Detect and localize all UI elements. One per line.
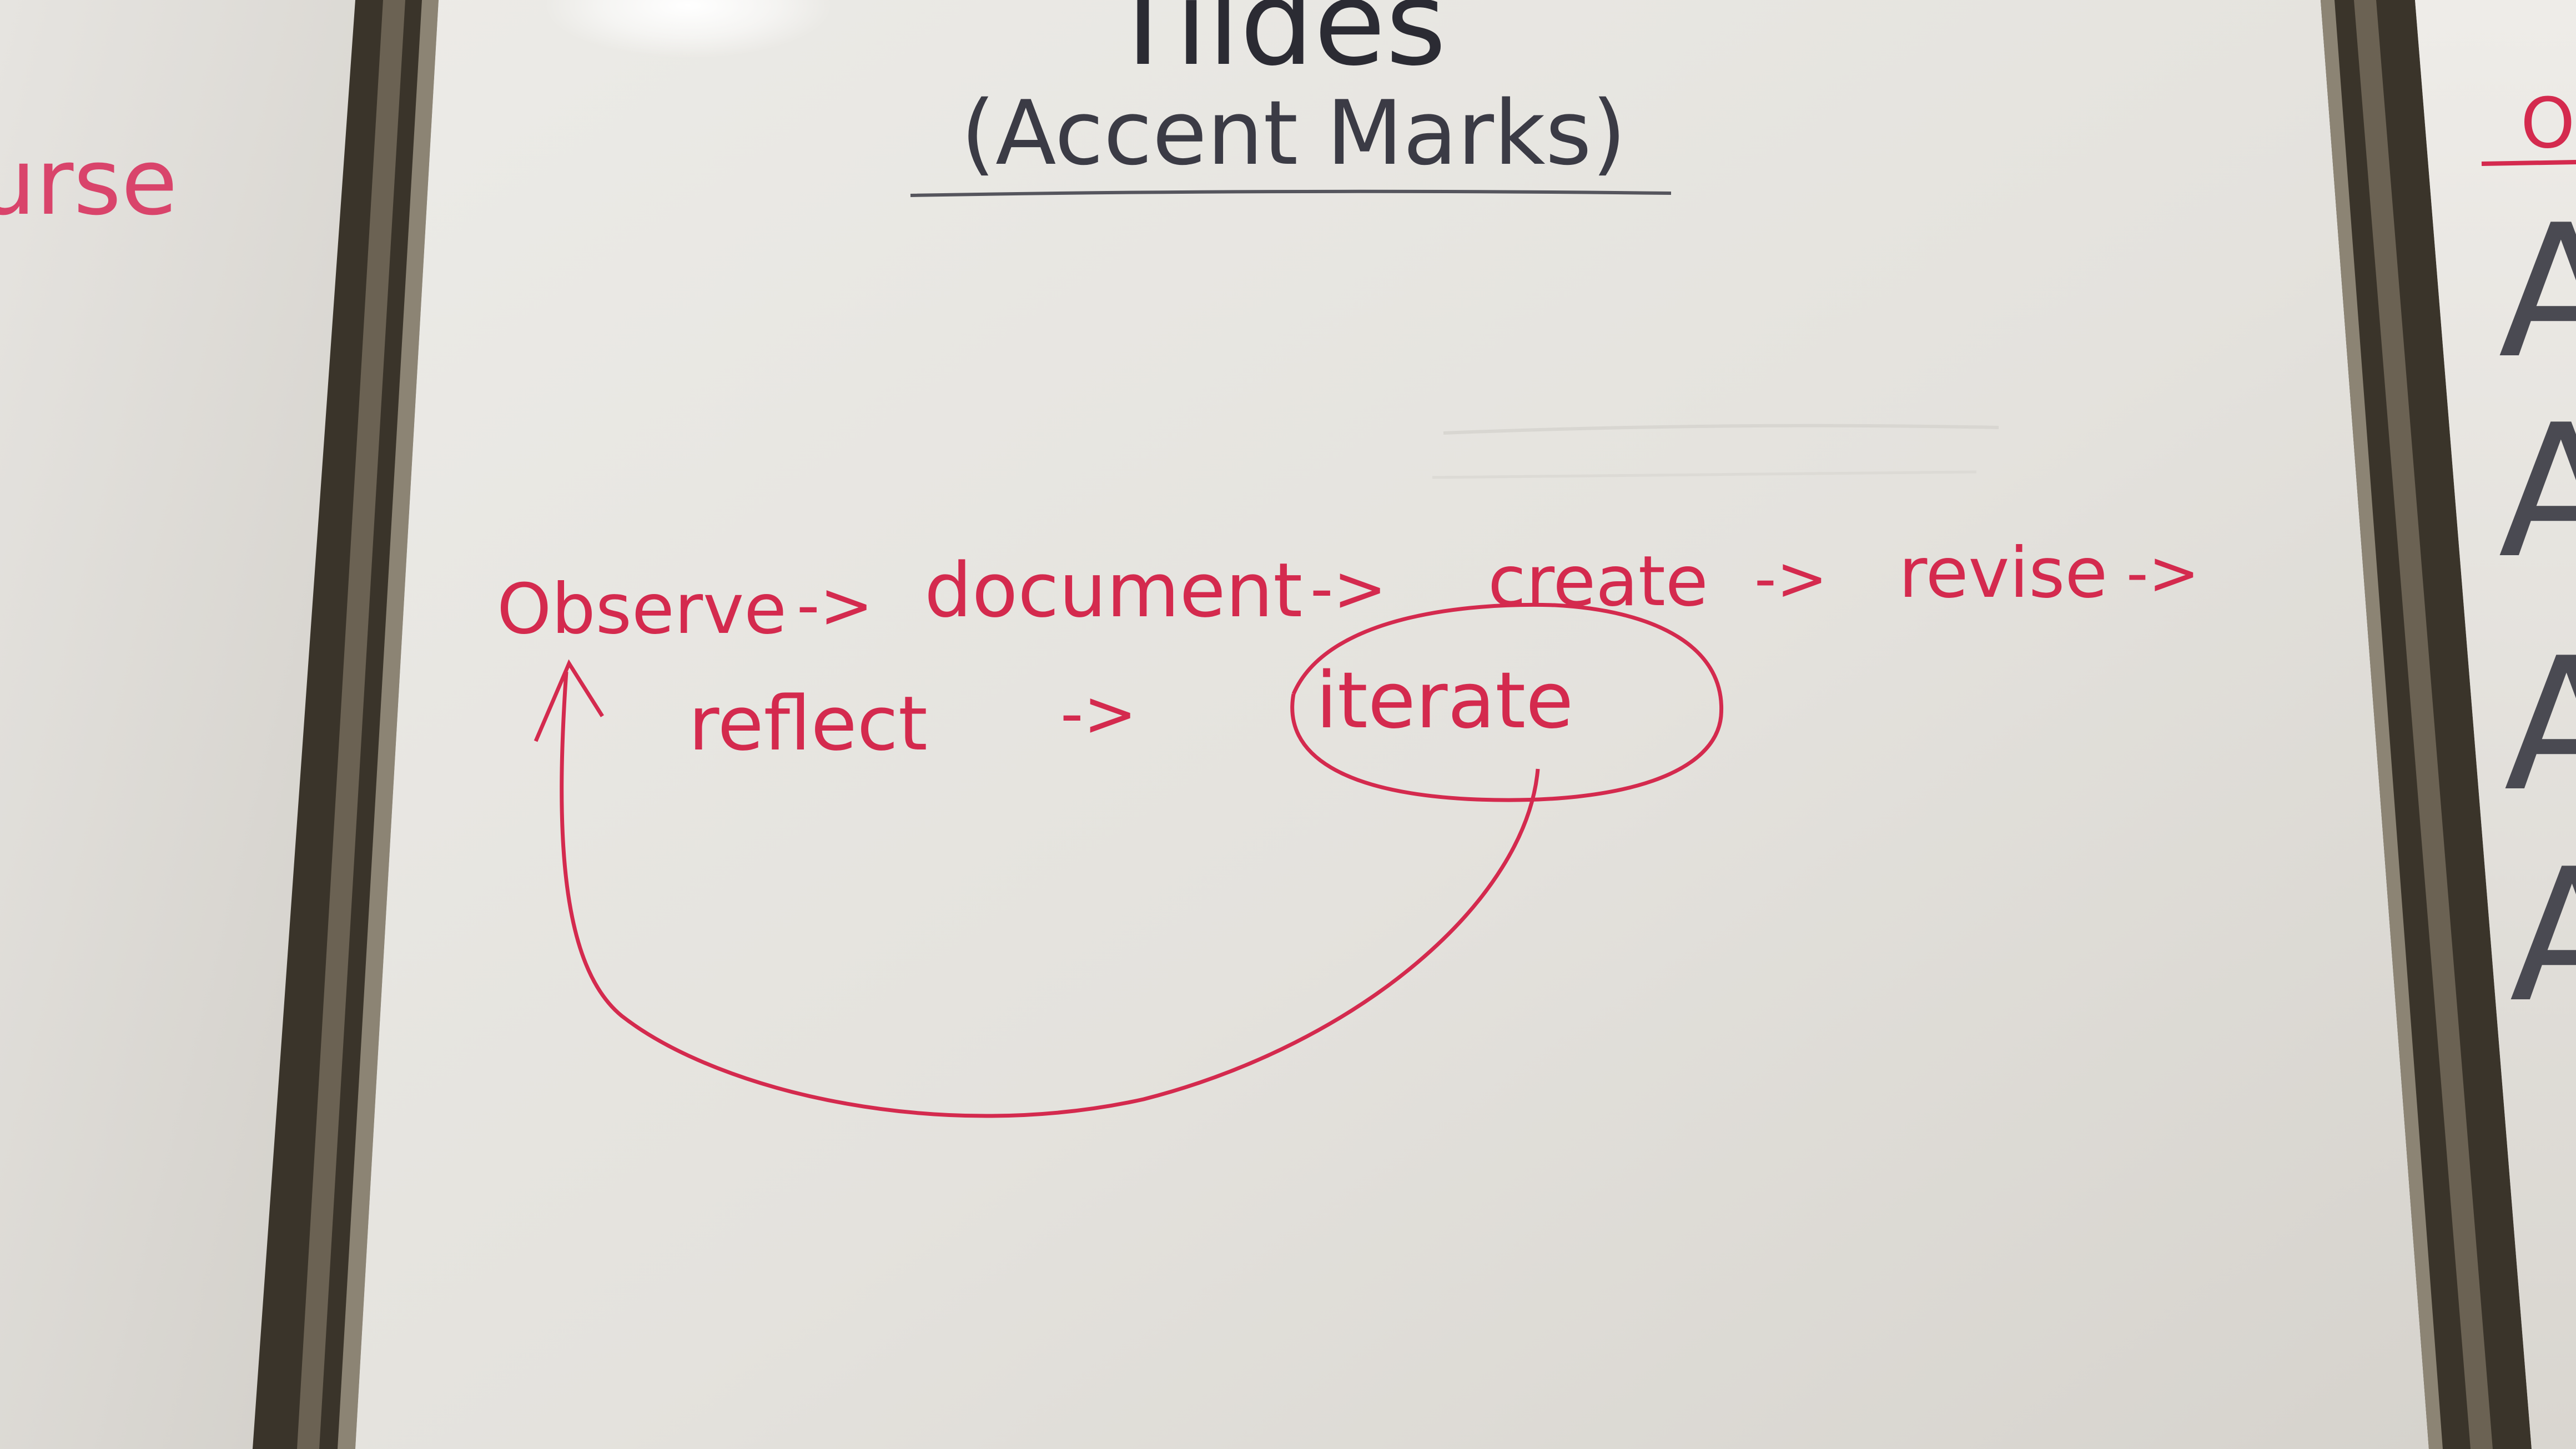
arrow-create-revise: -> (1754, 543, 1828, 614)
iterate-circle (1290, 602, 1724, 802)
right-board-frame-highlight (2354, 0, 2493, 1449)
left-board-frame-highlight (297, 0, 405, 1449)
left-whiteboard (0, 0, 355, 1449)
arrow-revise-reflect: -> (2126, 537, 2200, 608)
arrow-observe-document: -> (797, 568, 873, 643)
left-board-text-fragment: urse (0, 129, 178, 235)
step-document: document (924, 547, 1302, 634)
erased-marker-ghost (1443, 424, 1999, 435)
center-whiteboard (355, 0, 2429, 1449)
right-board-letter: A (2504, 618, 2576, 832)
step-iterate: iterate (1316, 656, 1573, 746)
loop-arrow-head (534, 659, 604, 742)
right-board-letter: A (2498, 185, 2576, 399)
right-whiteboard (2415, 0, 2576, 1449)
title-partial: Tildes (1107, 0, 1446, 92)
loop-arrow (560, 671, 1540, 1118)
subtitle: (Accent Marks) (961, 81, 1627, 185)
left-board-frame-inner (338, 0, 439, 1449)
step-observe: Observe (497, 569, 787, 650)
arrow-document-create: -> (1310, 552, 1387, 626)
right-board-text-fragment: O (2520, 83, 2575, 164)
right-board-frame-inner (2321, 0, 2443, 1449)
erased-marker-ghost (1432, 470, 1977, 479)
step-revise: revise (1899, 533, 2107, 613)
right-board-letter: A (2509, 829, 2576, 1043)
ceiling-light-glare (544, 0, 833, 58)
right-board-underline (2481, 160, 2576, 166)
arrow-reflect-iterate: -> (1060, 677, 1137, 751)
title-underline (910, 189, 1672, 197)
step-reflect: reflect (688, 680, 928, 767)
right-board-letter: A (2498, 385, 2576, 598)
